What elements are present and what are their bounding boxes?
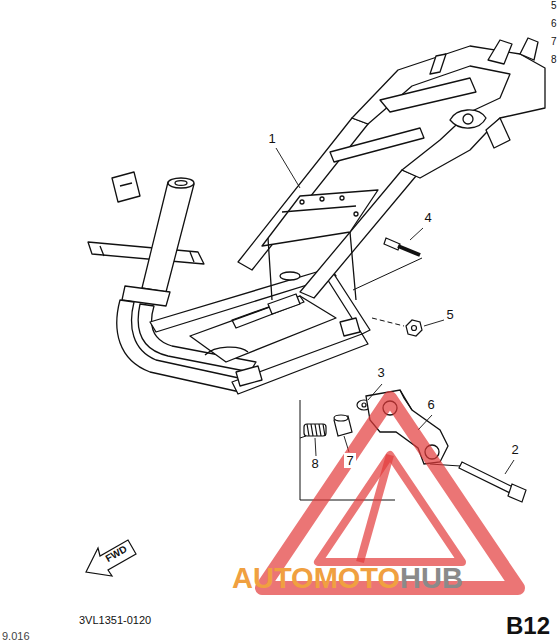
spring-coil xyxy=(323,424,325,436)
callout-number: 6 xyxy=(425,397,436,412)
spring-coil xyxy=(315,424,317,436)
collar-part xyxy=(334,415,352,436)
forward-arrow xyxy=(86,540,136,576)
main-frame xyxy=(88,38,545,394)
direction-label: FWD xyxy=(104,544,129,564)
callout-number: 7 xyxy=(344,453,355,468)
index-number: 6 xyxy=(551,19,557,29)
long-bolt xyxy=(459,462,526,502)
callout-number: 1 xyxy=(266,131,277,146)
spring-coil xyxy=(319,424,321,436)
leader-line xyxy=(276,148,514,474)
part-code: 3VL1351-0120 xyxy=(79,615,151,626)
spring-coil xyxy=(311,424,313,436)
spring-coil xyxy=(307,424,309,436)
callout-number: 8 xyxy=(309,456,320,471)
callout-number: 3 xyxy=(375,365,386,380)
callout-number: 4 xyxy=(422,210,433,225)
bolt-part xyxy=(384,238,420,255)
index-number: 5 xyxy=(551,1,557,11)
spring-part xyxy=(304,424,326,436)
callout-number: 5 xyxy=(444,307,455,322)
page-code: 9.016 xyxy=(2,631,30,641)
index-number: 7 xyxy=(551,37,557,47)
nut-part xyxy=(406,320,422,336)
watermark-text: AUTOMOTO xyxy=(232,564,400,593)
watermark-logo xyxy=(262,398,518,588)
page-number: B12 xyxy=(506,614,550,638)
index-number: 8 xyxy=(551,55,557,65)
callout-number: 2 xyxy=(509,442,520,457)
watermark-text: HUB xyxy=(400,564,463,593)
